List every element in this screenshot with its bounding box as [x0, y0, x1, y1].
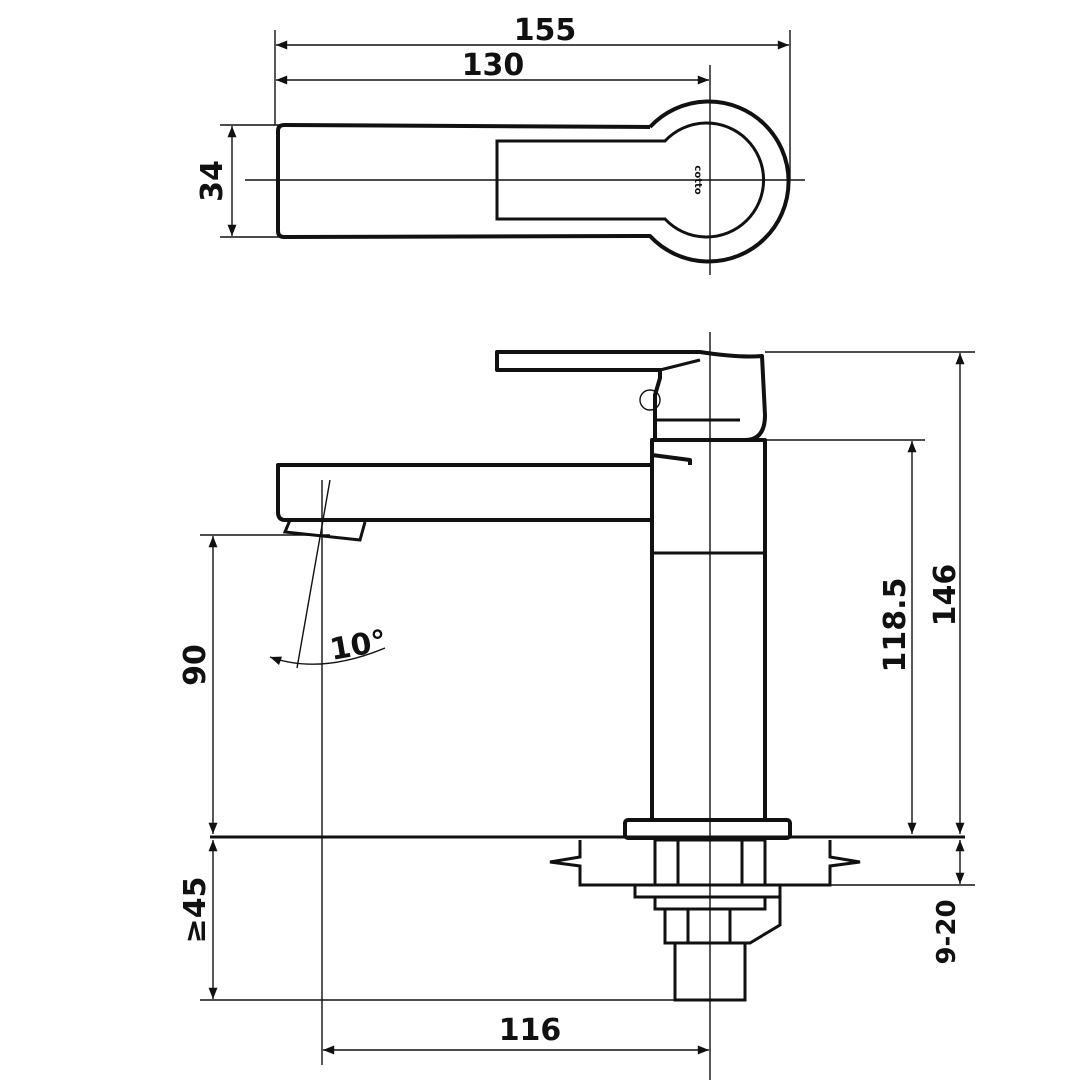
dim-spout-angle: 10° — [327, 624, 389, 668]
dim-overall-length: 155 — [514, 13, 577, 48]
top-view: 155 130 34 cotto — [195, 13, 805, 275]
dim-body-height: 118.5 — [878, 578, 913, 673]
dim-spout-clearance: 90 — [178, 644, 213, 686]
side-view: 10° 90 ≥45 118.5 146 9-20 116 — [178, 332, 975, 1080]
dim-handle-length: 130 — [462, 48, 525, 83]
brand-logo: cotto — [692, 165, 703, 194]
dim-width: 34 — [195, 160, 230, 202]
dim-spout-reach: 116 — [499, 1013, 562, 1048]
dim-deck-thickness: 9-20 — [932, 899, 962, 964]
dim-total-height: 146 — [928, 564, 963, 627]
dim-under-deck: ≥45 — [178, 877, 213, 944]
